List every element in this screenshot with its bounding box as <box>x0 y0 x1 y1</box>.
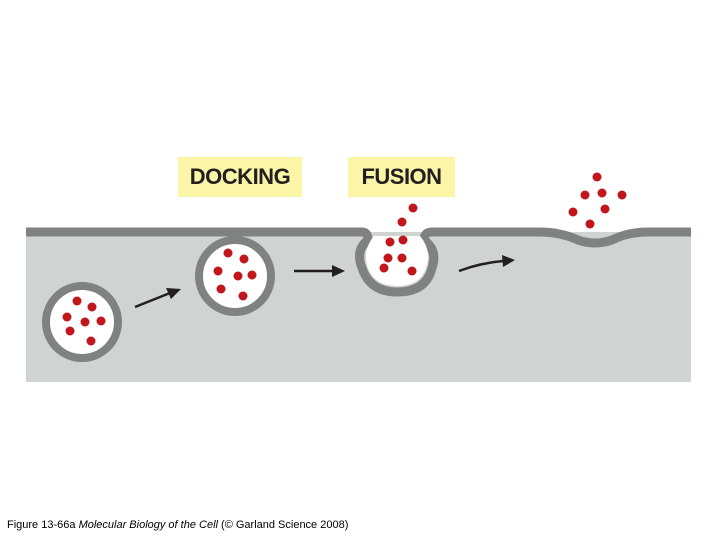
cargo-molecule <box>397 253 407 263</box>
cargo-molecule <box>80 317 90 327</box>
cargo-molecule <box>238 291 248 301</box>
arrow-icon <box>458 255 515 273</box>
fusion-label-text: FUSION <box>361 164 442 189</box>
fusion-label: FUSION <box>348 157 455 197</box>
cargo-molecule <box>600 204 610 214</box>
cargo-molecule <box>385 237 395 247</box>
cargo-molecule <box>597 188 607 198</box>
docking-label: DOCKING <box>178 157 302 197</box>
cargo-molecule <box>398 235 408 245</box>
plasma-membrane <box>26 227 691 297</box>
cargo-molecule <box>96 316 106 326</box>
cargo-molecule <box>383 253 393 263</box>
cargo-molecule <box>213 266 223 276</box>
cargo-molecule <box>585 219 595 229</box>
cargo-molecule <box>233 271 243 281</box>
cargo-releasing <box>379 203 418 276</box>
cargo-molecule <box>617 190 627 200</box>
vesicle-docking <box>195 236 275 316</box>
cargo-molecule <box>568 207 578 217</box>
arrow-icon <box>134 288 181 309</box>
cargo-molecule <box>223 248 233 258</box>
cargo-molecule <box>216 284 226 294</box>
book-title: Molecular Biology of the Cell <box>78 519 218 531</box>
cargo-molecule <box>407 266 417 276</box>
arrow-icon <box>294 265 345 277</box>
cargo-molecule <box>247 270 257 280</box>
figure-caption: Figure 13-66a Molecular Biology of the C… <box>7 519 348 531</box>
cargo-molecule <box>65 326 75 336</box>
cargo-molecule <box>239 254 249 264</box>
cargo-molecule <box>408 203 418 213</box>
cargo-molecule <box>86 336 96 346</box>
fusion-pit-interior <box>366 236 428 286</box>
cargo-molecule <box>72 296 82 306</box>
cargo-molecule <box>379 263 389 273</box>
docking-label-text: DOCKING <box>189 164 291 189</box>
cargo-molecule <box>397 217 407 227</box>
vesicle-approaching <box>42 282 122 362</box>
cargo-released <box>568 172 627 229</box>
cargo-molecule <box>87 302 97 312</box>
figure-number: Figure 13-66a <box>7 519 76 531</box>
cargo-molecule <box>592 172 602 182</box>
cargo-molecule <box>62 312 72 322</box>
copyright-credit: (© Garland Science 2008) <box>221 519 349 531</box>
cargo-molecule <box>580 190 590 200</box>
